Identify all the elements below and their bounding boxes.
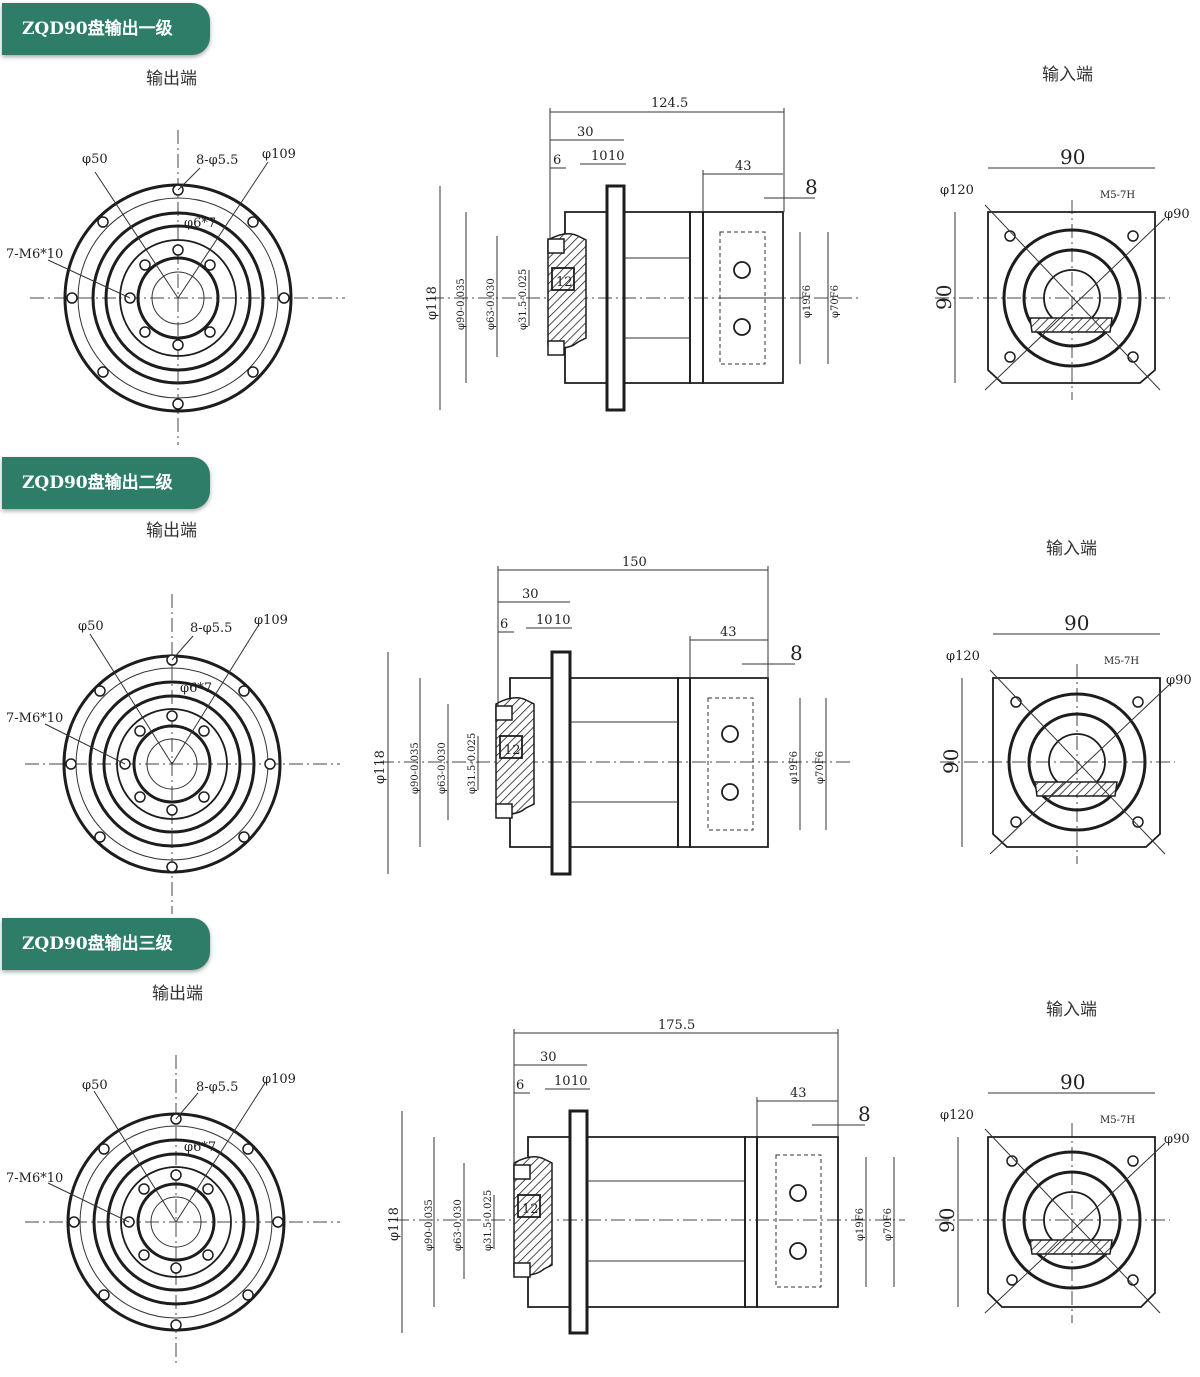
section-title: ZQD90盘输出一级 — [2, 3, 210, 55]
diameter-90-dim: φ90-0.035 — [410, 742, 421, 794]
diameter-31-dim: φ31.5-0.025 — [483, 1190, 494, 1251]
end-width-dim: 90 — [1060, 145, 1085, 169]
section-title: ZQD90盘输出三级 — [2, 918, 210, 970]
side-view: 175.5 30 6 10 10 43 8 12 φ118 φ90-0.035 … — [387, 1018, 905, 1335]
length-10b-dim: 10 — [608, 149, 625, 164]
diameter-118-dim: φ118 — [373, 750, 388, 784]
total-length-dim: 150 — [622, 555, 647, 570]
input-end-view: 90 90 φ120 φ90 M5-7H — [932, 145, 1190, 400]
section-stage-1: ZQD90盘输出一级 输出端 输入端 φ50 8-φ5.5 φ109 φ6*7 … — [0, 0, 1200, 462]
thread-dim: 7-M6*10 — [6, 711, 63, 726]
end-height-dim: 90 — [932, 285, 956, 310]
length-10a-dim: 10 — [591, 149, 608, 164]
outer-dim: φ109 — [262, 147, 296, 162]
thread-dim: 7-M6*10 — [6, 1171, 63, 1186]
end-d90-dim: φ90 — [1164, 1132, 1190, 1147]
end-d120-dim: φ120 — [940, 183, 974, 198]
diameter-70-dim: φ70F6 — [883, 1208, 894, 1241]
input-end-view: 90 90 φ120 φ90 M5-7H — [939, 611, 1192, 864]
end-thread-dim: M5-7H — [1100, 1115, 1135, 1126]
output-end-label: 输出端 — [146, 521, 197, 541]
front-view: φ50 8-φ5.5 φ109 φ6*7 7-M6*10 — [6, 130, 345, 445]
bolt-circle-dim: φ50 — [82, 152, 108, 167]
outer-dim: φ109 — [262, 1072, 296, 1087]
length-10a-dim: 10 — [554, 1074, 571, 1089]
end-d90-dim: φ90 — [1166, 673, 1192, 688]
output-end-label: 输出端 — [152, 984, 203, 1004]
end-thread-dim: M5-7H — [1104, 656, 1139, 667]
section-title: ZQD90盘输出二级 — [2, 457, 210, 509]
output-end-label: 输出端 — [146, 69, 197, 89]
length-12-dim: 12 — [504, 743, 521, 758]
diameter-31-dim: φ31.5-0.025 — [467, 733, 478, 794]
input-end-view: 90 90 φ120 φ90 M5-7H — [935, 1070, 1190, 1323]
length-30-dim: 30 — [540, 1050, 557, 1065]
diameter-70-dim: φ70F6 — [830, 285, 841, 318]
input-end-label: 输入端 — [1042, 65, 1093, 85]
end-height-dim: 90 — [939, 749, 963, 774]
diameter-118-dim: φ118 — [425, 286, 440, 320]
pin-dim: φ6*7 — [184, 216, 216, 231]
diameter-19-dim: φ19F6 — [855, 1208, 866, 1241]
diameter-63-dim: φ63-0.030 — [486, 278, 497, 330]
length-43-dim: 43 — [720, 625, 737, 640]
end-d120-dim: φ120 — [946, 649, 980, 664]
diameter-70-dim: φ70F6 — [815, 751, 826, 784]
diameter-19-dim: φ19F6 — [789, 751, 800, 784]
end-d90-dim: φ90 — [1164, 207, 1190, 222]
length-12-dim: 12 — [556, 275, 573, 290]
side-view: 124.5 30 6 10 10 43 8 12 φ118 φ90-0.035 … — [425, 96, 860, 412]
length-30-dim: 30 — [522, 587, 539, 602]
section-stage-3: ZQD90盘输出三级 输出端 输入端 φ50 8-φ5.5 φ109 φ6*7 … — [0, 915, 1200, 1377]
end-thread-dim: M5-7H — [1100, 190, 1135, 201]
diameter-90-dim: φ90-0.035 — [456, 278, 467, 330]
input-end-label: 输入端 — [1046, 539, 1097, 559]
diameter-19-dim: φ19F6 — [802, 285, 813, 318]
input-end-label: 输入端 — [1046, 1000, 1097, 1020]
front-view: φ50 8-φ5.5 φ109 φ6*7 7-M6*10 — [6, 1055, 340, 1365]
length-10b-dim: 10 — [571, 1074, 588, 1089]
length-8-dim: 8 — [790, 641, 803, 665]
diameter-63-dim: φ63-0.030 — [437, 742, 448, 794]
outer-dim: φ109 — [254, 613, 288, 628]
pin-dim: φ6*7 — [184, 1140, 216, 1155]
diameter-63-dim: φ63-0.030 — [453, 1199, 464, 1251]
diameter-90-dim: φ90-0.035 — [424, 1199, 435, 1251]
length-43-dim: 43 — [790, 1086, 807, 1101]
length-6-dim: 6 — [516, 1078, 524, 1093]
length-12-dim: 12 — [522, 1202, 539, 1217]
length-8-dim: 8 — [858, 1102, 871, 1126]
end-width-dim: 90 — [1060, 1070, 1085, 1094]
pin-dim: φ6*7 — [180, 681, 212, 696]
diameter-118-dim: φ118 — [387, 1207, 402, 1241]
length-6-dim: 6 — [553, 153, 561, 168]
diameter-31-dim: φ31.5-0.025 — [518, 269, 529, 330]
bolt-circle-dim: φ50 — [78, 619, 104, 634]
length-10b-dim: 10 — [554, 613, 571, 628]
total-length-dim: 124.5 — [651, 96, 688, 111]
length-43-dim: 43 — [735, 159, 752, 174]
holes-dim: 8-φ5.5 — [196, 1080, 238, 1095]
length-6-dim: 6 — [500, 617, 508, 632]
holes-dim: 8-φ5.5 — [190, 621, 232, 636]
total-length-dim: 175.5 — [658, 1018, 695, 1033]
thread-dim: 7-M6*10 — [6, 247, 63, 262]
bolt-circle-dim: φ50 — [82, 1078, 108, 1093]
end-d120-dim: φ120 — [940, 1108, 974, 1123]
length-30-dim: 30 — [577, 125, 594, 140]
length-10a-dim: 10 — [536, 613, 553, 628]
end-height-dim: 90 — [935, 1208, 959, 1233]
front-view: φ50 8-φ5.5 φ109 φ6*7 7-M6*10 — [6, 594, 340, 914]
section-stage-2: ZQD90盘输出二级 输出端 输入端 φ50 8-φ5.5 φ109 φ6*7 … — [0, 454, 1200, 916]
length-8-dim: 8 — [805, 175, 818, 199]
end-width-dim: 90 — [1064, 611, 1089, 635]
holes-dim: 8-φ5.5 — [196, 153, 238, 168]
side-view: 150 30 6 10 10 43 8 12 φ118 φ90-0.035 φ6… — [373, 555, 850, 876]
